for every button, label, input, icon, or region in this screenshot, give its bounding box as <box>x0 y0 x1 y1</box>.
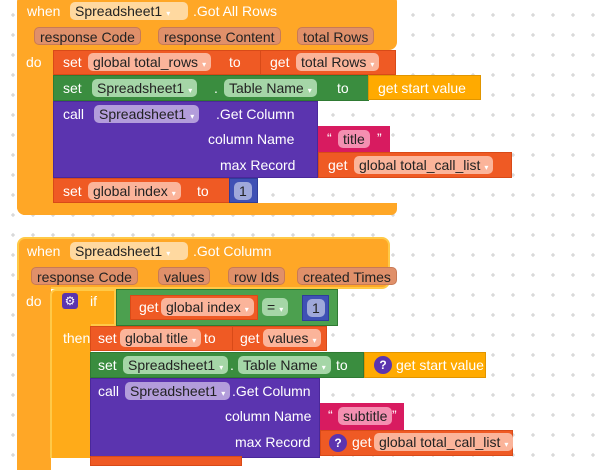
property-dropdown[interactable]: Table Name▾ <box>238 356 331 374</box>
number-value[interactable]: 1 <box>234 182 252 200</box>
event-name: .Got All Rows <box>193 3 278 19</box>
set-label: set <box>98 330 117 346</box>
variable-dropdown[interactable]: global title▾ <box>120 329 202 347</box>
get-start-value-label: get start value <box>396 357 484 373</box>
to-label: to <box>197 183 209 199</box>
chevron-down-icon: ▾ <box>202 60 207 69</box>
column-name-label: column Name <box>208 131 295 147</box>
param-response-content[interactable]: response Content <box>158 27 281 45</box>
text-value[interactable]: title <box>338 130 370 148</box>
param-total-rows[interactable]: total Rows <box>297 27 375 45</box>
chevron-down-icon: ▾ <box>190 112 195 121</box>
open-quote-icon: “ <box>327 130 332 146</box>
get-label: get <box>240 330 260 346</box>
method-label: .Get Column <box>232 383 311 399</box>
param-values[interactable]: values <box>158 267 211 285</box>
chevron-down-icon: ▾ <box>312 336 317 345</box>
to-label: to <box>229 54 241 70</box>
column-name-label: column Name <box>225 408 312 424</box>
param-response-code[interactable]: response Code <box>31 267 138 285</box>
param-created-times[interactable]: created Times <box>297 267 397 285</box>
component-dropdown[interactable]: Spreadsheet1▾ <box>70 242 188 260</box>
event-name: .Got Column <box>193 243 272 259</box>
component-dropdown[interactable]: Spreadsheet1▾ <box>70 2 188 20</box>
gear-icon[interactable]: ⚙ <box>62 293 78 309</box>
chevron-down-icon: ▾ <box>192 336 197 345</box>
when-label: when <box>27 3 61 19</box>
get-label: get <box>270 54 290 70</box>
chevron-down-icon: ▾ <box>219 363 224 372</box>
chevron-down-icon: ▾ <box>484 163 489 172</box>
call-label: call <box>98 383 120 399</box>
dot-label: . <box>214 80 218 96</box>
if-then-block[interactable] <box>50 289 116 326</box>
get-start-value-block[interactable] <box>368 75 481 100</box>
variable-dropdown[interactable]: values▾ <box>263 329 322 347</box>
max-record-label: max Record <box>235 434 311 450</box>
property-dropdown[interactable]: Table Name▾ <box>224 79 317 97</box>
chevron-down-icon: ▾ <box>504 440 509 449</box>
do-label: do <box>26 293 42 309</box>
text-value[interactable]: subtitle <box>338 407 393 425</box>
chevron-down-icon: ▾ <box>171 189 176 198</box>
param-row-ids[interactable]: row Ids <box>228 267 286 285</box>
if-block-side <box>50 324 91 458</box>
then-label: then <box>63 330 91 346</box>
close-quote-icon: ” <box>392 407 397 423</box>
number-value[interactable]: 1 <box>307 299 325 317</box>
get-label: get <box>352 434 372 450</box>
event-block-side <box>17 280 51 470</box>
variable-dropdown[interactable]: global index▾ <box>88 182 181 200</box>
variable-dropdown[interactable]: total Rows▾ <box>296 53 380 71</box>
dot-label: . <box>230 357 234 373</box>
max-record-label: max Record <box>220 157 296 173</box>
component-dropdown[interactable]: Spreadsheet1▾ <box>92 79 198 97</box>
set-label: set <box>63 80 82 96</box>
do-label: do <box>26 54 42 70</box>
question-icon[interactable]: ? <box>329 434 347 452</box>
operator-dropdown[interactable]: =▾ <box>262 298 289 316</box>
variable-dropdown[interactable]: global total_call_list▾ <box>354 156 494 174</box>
chevron-down-icon: ▾ <box>188 86 193 95</box>
question-icon[interactable]: ? <box>374 356 392 374</box>
variable-dropdown[interactable]: global total_call_list▾ <box>374 433 514 451</box>
variable-dropdown[interactable]: global total_rows▾ <box>88 53 212 71</box>
component-dropdown[interactable]: Spreadsheet1▾ <box>125 382 231 400</box>
to-label: to <box>336 357 348 373</box>
chevron-down-icon: ▾ <box>244 305 249 314</box>
set-label: set <box>98 357 117 373</box>
chevron-down-icon: ▾ <box>221 389 226 398</box>
when-label: when <box>27 243 61 259</box>
param-response-code[interactable]: response Code <box>34 27 141 45</box>
chevron-down-icon: ▾ <box>370 60 375 69</box>
open-quote-icon: “ <box>328 407 333 423</box>
chevron-down-icon: ▾ <box>321 363 326 372</box>
set-label: set <box>63 183 82 199</box>
variable-dropdown[interactable]: global index▾ <box>161 298 254 316</box>
set-label: set <box>63 54 82 70</box>
get-label: get <box>328 157 348 173</box>
chevron-down-icon: ▾ <box>166 249 171 258</box>
close-quote-icon: ” <box>377 130 382 146</box>
event-block-bottom <box>17 203 397 215</box>
chevron-down-icon: ▾ <box>279 305 284 314</box>
to-label: to <box>337 80 349 96</box>
component-dropdown[interactable]: Spreadsheet1▾ <box>94 105 200 123</box>
if-label: if <box>90 293 97 309</box>
event-block-side <box>17 40 54 215</box>
get-start-value-label: get start value <box>378 80 466 96</box>
chevron-down-icon: ▾ <box>307 86 312 95</box>
to-label: to <box>204 330 216 346</box>
chevron-down-icon: ▾ <box>166 9 171 18</box>
get-label: get <box>139 299 159 315</box>
method-label: .Get Column <box>216 106 295 122</box>
component-dropdown[interactable]: Spreadsheet1▾ <box>123 356 229 374</box>
call-label: call <box>63 106 85 122</box>
